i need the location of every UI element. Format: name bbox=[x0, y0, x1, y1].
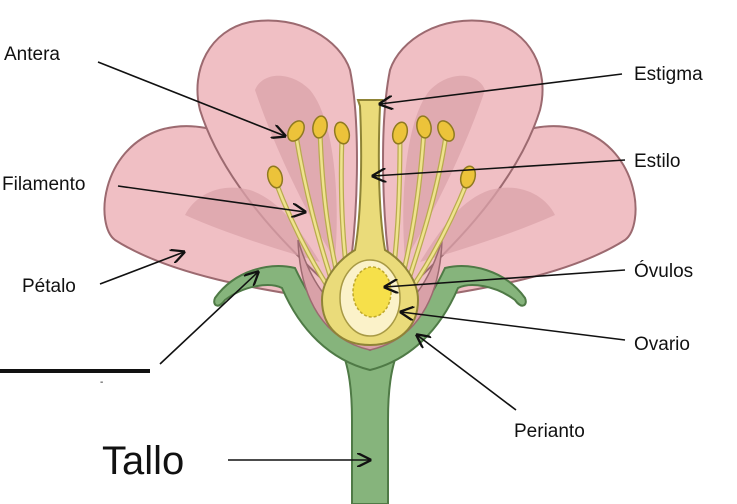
label-petalo: Pétalo bbox=[22, 276, 76, 297]
arrow-antera bbox=[97, 61, 285, 136]
anthers bbox=[266, 115, 477, 189]
arrow-blank bbox=[159, 272, 258, 365]
label-estigma: Estigma bbox=[634, 64, 703, 85]
label-tallo: Tallo bbox=[102, 439, 184, 483]
arrow-ovulos bbox=[385, 269, 626, 287]
label-ovario: Ovario bbox=[634, 334, 690, 355]
label-estilo: Estilo bbox=[634, 151, 680, 172]
arrow-petalo bbox=[99, 252, 184, 285]
arrow-perianto bbox=[417, 335, 517, 411]
ovules bbox=[352, 266, 392, 318]
pointer-arrows bbox=[97, 61, 626, 460]
label-antera: Antera bbox=[4, 44, 60, 65]
arrow-filamento bbox=[117, 185, 305, 212]
label-perianto: Perianto bbox=[514, 421, 585, 442]
arrow-estilo bbox=[373, 159, 626, 176]
label-filamento: Filamento bbox=[2, 174, 85, 195]
arrow-estigma bbox=[380, 73, 623, 104]
label-ovulos: Óvulos bbox=[634, 260, 693, 282]
arrow-ovario bbox=[401, 312, 626, 341]
svg-text:-: - bbox=[100, 377, 103, 388]
